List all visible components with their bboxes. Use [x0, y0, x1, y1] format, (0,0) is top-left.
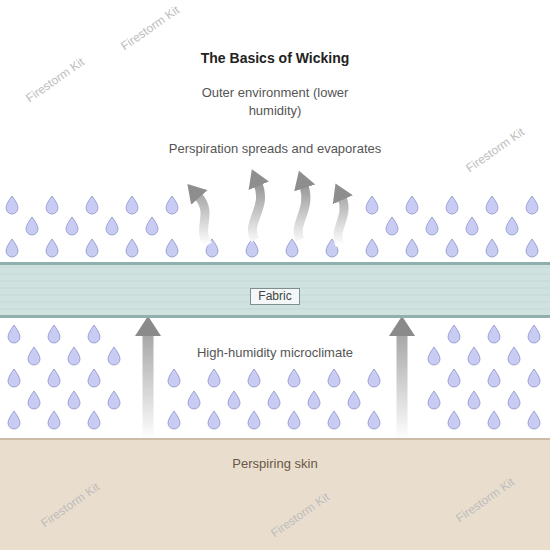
droplet [188, 391, 200, 409]
evaporation-arrow [198, 196, 208, 245]
droplet [166, 239, 178, 257]
droplet [86, 196, 98, 214]
region-label: Outer environment (lower humidity) [195, 84, 355, 120]
droplet [48, 411, 60, 429]
droplet [446, 239, 458, 257]
droplet [108, 391, 120, 409]
droplet [308, 391, 320, 409]
evaporation-arrow [338, 198, 344, 245]
droplet [386, 217, 398, 235]
droplet [208, 411, 220, 429]
droplet [488, 411, 500, 429]
watermark: Firestorm Kit [117, 1, 183, 55]
droplet [486, 239, 498, 257]
droplet [8, 369, 20, 387]
droplet [526, 239, 538, 257]
droplet [6, 196, 18, 214]
droplet [88, 411, 100, 429]
skin-label: Perspiring skin [232, 456, 317, 471]
droplet [528, 411, 540, 429]
droplet [486, 196, 498, 214]
droplet [348, 391, 360, 409]
evaporation-arrow [298, 186, 306, 240]
droplet [88, 325, 100, 343]
droplet [126, 239, 138, 257]
droplet [208, 369, 220, 387]
droplet [228, 391, 240, 409]
droplet [466, 217, 478, 235]
droplet [168, 411, 180, 429]
droplet [268, 391, 280, 409]
droplet [366, 196, 378, 214]
droplet [46, 239, 58, 257]
droplet [8, 325, 20, 343]
droplet [488, 369, 500, 387]
droplet [428, 391, 440, 409]
droplet [528, 369, 540, 387]
droplet [328, 369, 340, 387]
droplet [428, 347, 440, 365]
droplet [28, 347, 40, 365]
droplet [88, 369, 100, 387]
droplet [28, 391, 40, 409]
droplet [508, 391, 520, 409]
droplet [446, 196, 458, 214]
droplet [528, 325, 540, 343]
droplet [448, 369, 460, 387]
droplet [288, 411, 300, 429]
droplet [508, 347, 520, 365]
watermark: Firestorm Kit [22, 53, 88, 107]
droplet [288, 369, 300, 387]
droplet [68, 391, 80, 409]
droplet [46, 196, 58, 214]
droplet [366, 239, 378, 257]
region-label: High-humidity microclimate [150, 344, 400, 362]
droplet [146, 217, 158, 235]
wicking-arrow [397, 336, 408, 438]
droplet [48, 369, 60, 387]
droplet [468, 391, 480, 409]
fabric-label: Fabric [250, 288, 299, 305]
watermark: Firestorm Kit [462, 123, 528, 177]
droplet [526, 196, 538, 214]
droplet [108, 347, 120, 365]
process-label: Perspiration spreads and evaporates [125, 140, 425, 158]
droplet [6, 239, 18, 257]
droplet [468, 347, 480, 365]
droplet [126, 196, 138, 214]
droplet [448, 325, 460, 343]
droplet [166, 196, 178, 214]
droplet [406, 196, 418, 214]
evaporation-arrow [252, 184, 260, 240]
droplet [86, 239, 98, 257]
droplet [68, 347, 80, 365]
droplet [66, 217, 78, 235]
droplet [106, 217, 118, 235]
droplet [506, 217, 518, 235]
droplet [248, 369, 260, 387]
droplet [488, 325, 500, 343]
droplet [368, 369, 380, 387]
droplet [48, 325, 60, 343]
droplet [328, 411, 340, 429]
droplet [168, 369, 180, 387]
evaporation-arrows [198, 184, 344, 245]
droplet [448, 411, 460, 429]
droplet [368, 411, 380, 429]
droplet [246, 239, 258, 257]
droplet [26, 217, 38, 235]
wicking-arrow [143, 336, 154, 438]
droplet [8, 411, 20, 429]
fabric-band: Fabric [0, 262, 550, 318]
droplet [426, 217, 438, 235]
droplet [406, 239, 418, 257]
droplet [248, 411, 260, 429]
